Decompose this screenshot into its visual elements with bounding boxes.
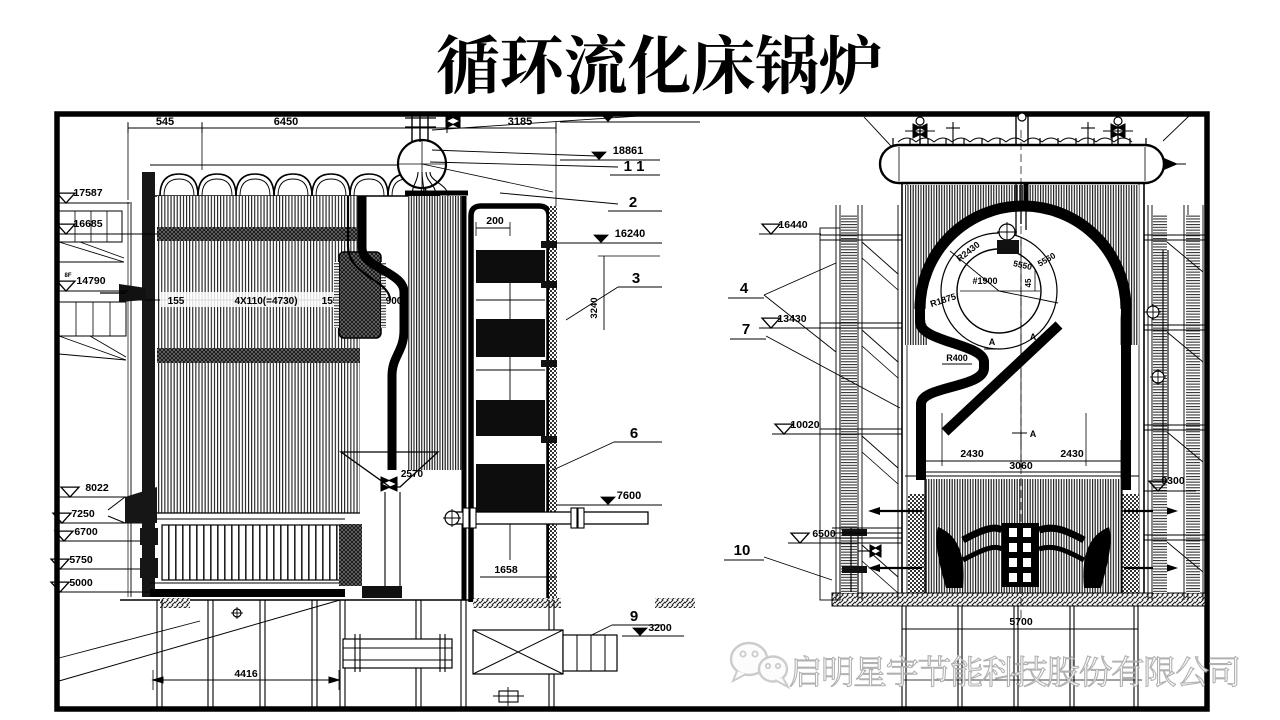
svg-text:5750: 5750 xyxy=(69,554,93,566)
svg-text:2570: 2570 xyxy=(401,469,424,480)
svg-text:6450: 6450 xyxy=(274,116,298,128)
svg-text:3: 3 xyxy=(632,270,640,287)
svg-text:2430: 2430 xyxy=(1060,448,1084,460)
svg-text:45: 45 xyxy=(1024,278,1033,287)
svg-text:17587: 17587 xyxy=(73,187,102,199)
svg-text:900: 900 xyxy=(386,296,403,307)
svg-text:7600: 7600 xyxy=(617,490,641,502)
svg-text:1658: 1658 xyxy=(494,564,518,576)
svg-text:10: 10 xyxy=(734,542,751,559)
svg-text:6: 6 xyxy=(630,425,638,442)
svg-text:3240: 3240 xyxy=(589,297,600,318)
svg-text:155: 155 xyxy=(168,296,185,307)
svg-text:7250: 7250 xyxy=(71,508,95,520)
svg-text:7: 7 xyxy=(742,321,750,338)
svg-text:545: 545 xyxy=(156,116,174,128)
svg-text:2: 2 xyxy=(629,194,637,211)
svg-text:R400: R400 xyxy=(946,353,968,363)
svg-text:#1900: #1900 xyxy=(972,276,997,286)
svg-text:8022: 8022 xyxy=(85,482,109,494)
svg-text:5700: 5700 xyxy=(1009,616,1033,628)
svg-text:9300: 9300 xyxy=(1161,475,1185,487)
svg-text:13430: 13430 xyxy=(777,313,806,325)
svg-text:16685: 16685 xyxy=(73,218,102,230)
svg-text:4416: 4416 xyxy=(234,668,258,680)
svg-text:155: 155 xyxy=(322,296,339,307)
svg-text:1 1: 1 1 xyxy=(624,158,645,175)
svg-text:8F: 8F xyxy=(64,273,71,279)
svg-text:14790: 14790 xyxy=(76,275,105,287)
svg-text:200: 200 xyxy=(486,215,504,227)
svg-text:A: A xyxy=(1030,429,1037,439)
svg-text:A: A xyxy=(989,337,996,347)
svg-text:16440: 16440 xyxy=(778,219,807,231)
svg-text:4: 4 xyxy=(740,280,749,297)
svg-text:A: A xyxy=(1030,332,1037,342)
svg-text:5000: 5000 xyxy=(69,577,93,589)
svg-text:2430: 2430 xyxy=(960,448,984,460)
svg-text:18861: 18861 xyxy=(613,145,644,157)
svg-text:3200: 3200 xyxy=(648,622,672,634)
svg-text:4X110(=4730): 4X110(=4730) xyxy=(234,296,297,307)
svg-text:9: 9 xyxy=(630,608,638,625)
svg-text:10020: 10020 xyxy=(790,419,819,431)
svg-text:6700: 6700 xyxy=(74,526,98,538)
svg-text:5550: 5550 xyxy=(1012,258,1033,272)
svg-text:6500: 6500 xyxy=(812,528,836,540)
svg-text:3185: 3185 xyxy=(508,116,532,128)
svg-text:16240: 16240 xyxy=(615,228,646,240)
